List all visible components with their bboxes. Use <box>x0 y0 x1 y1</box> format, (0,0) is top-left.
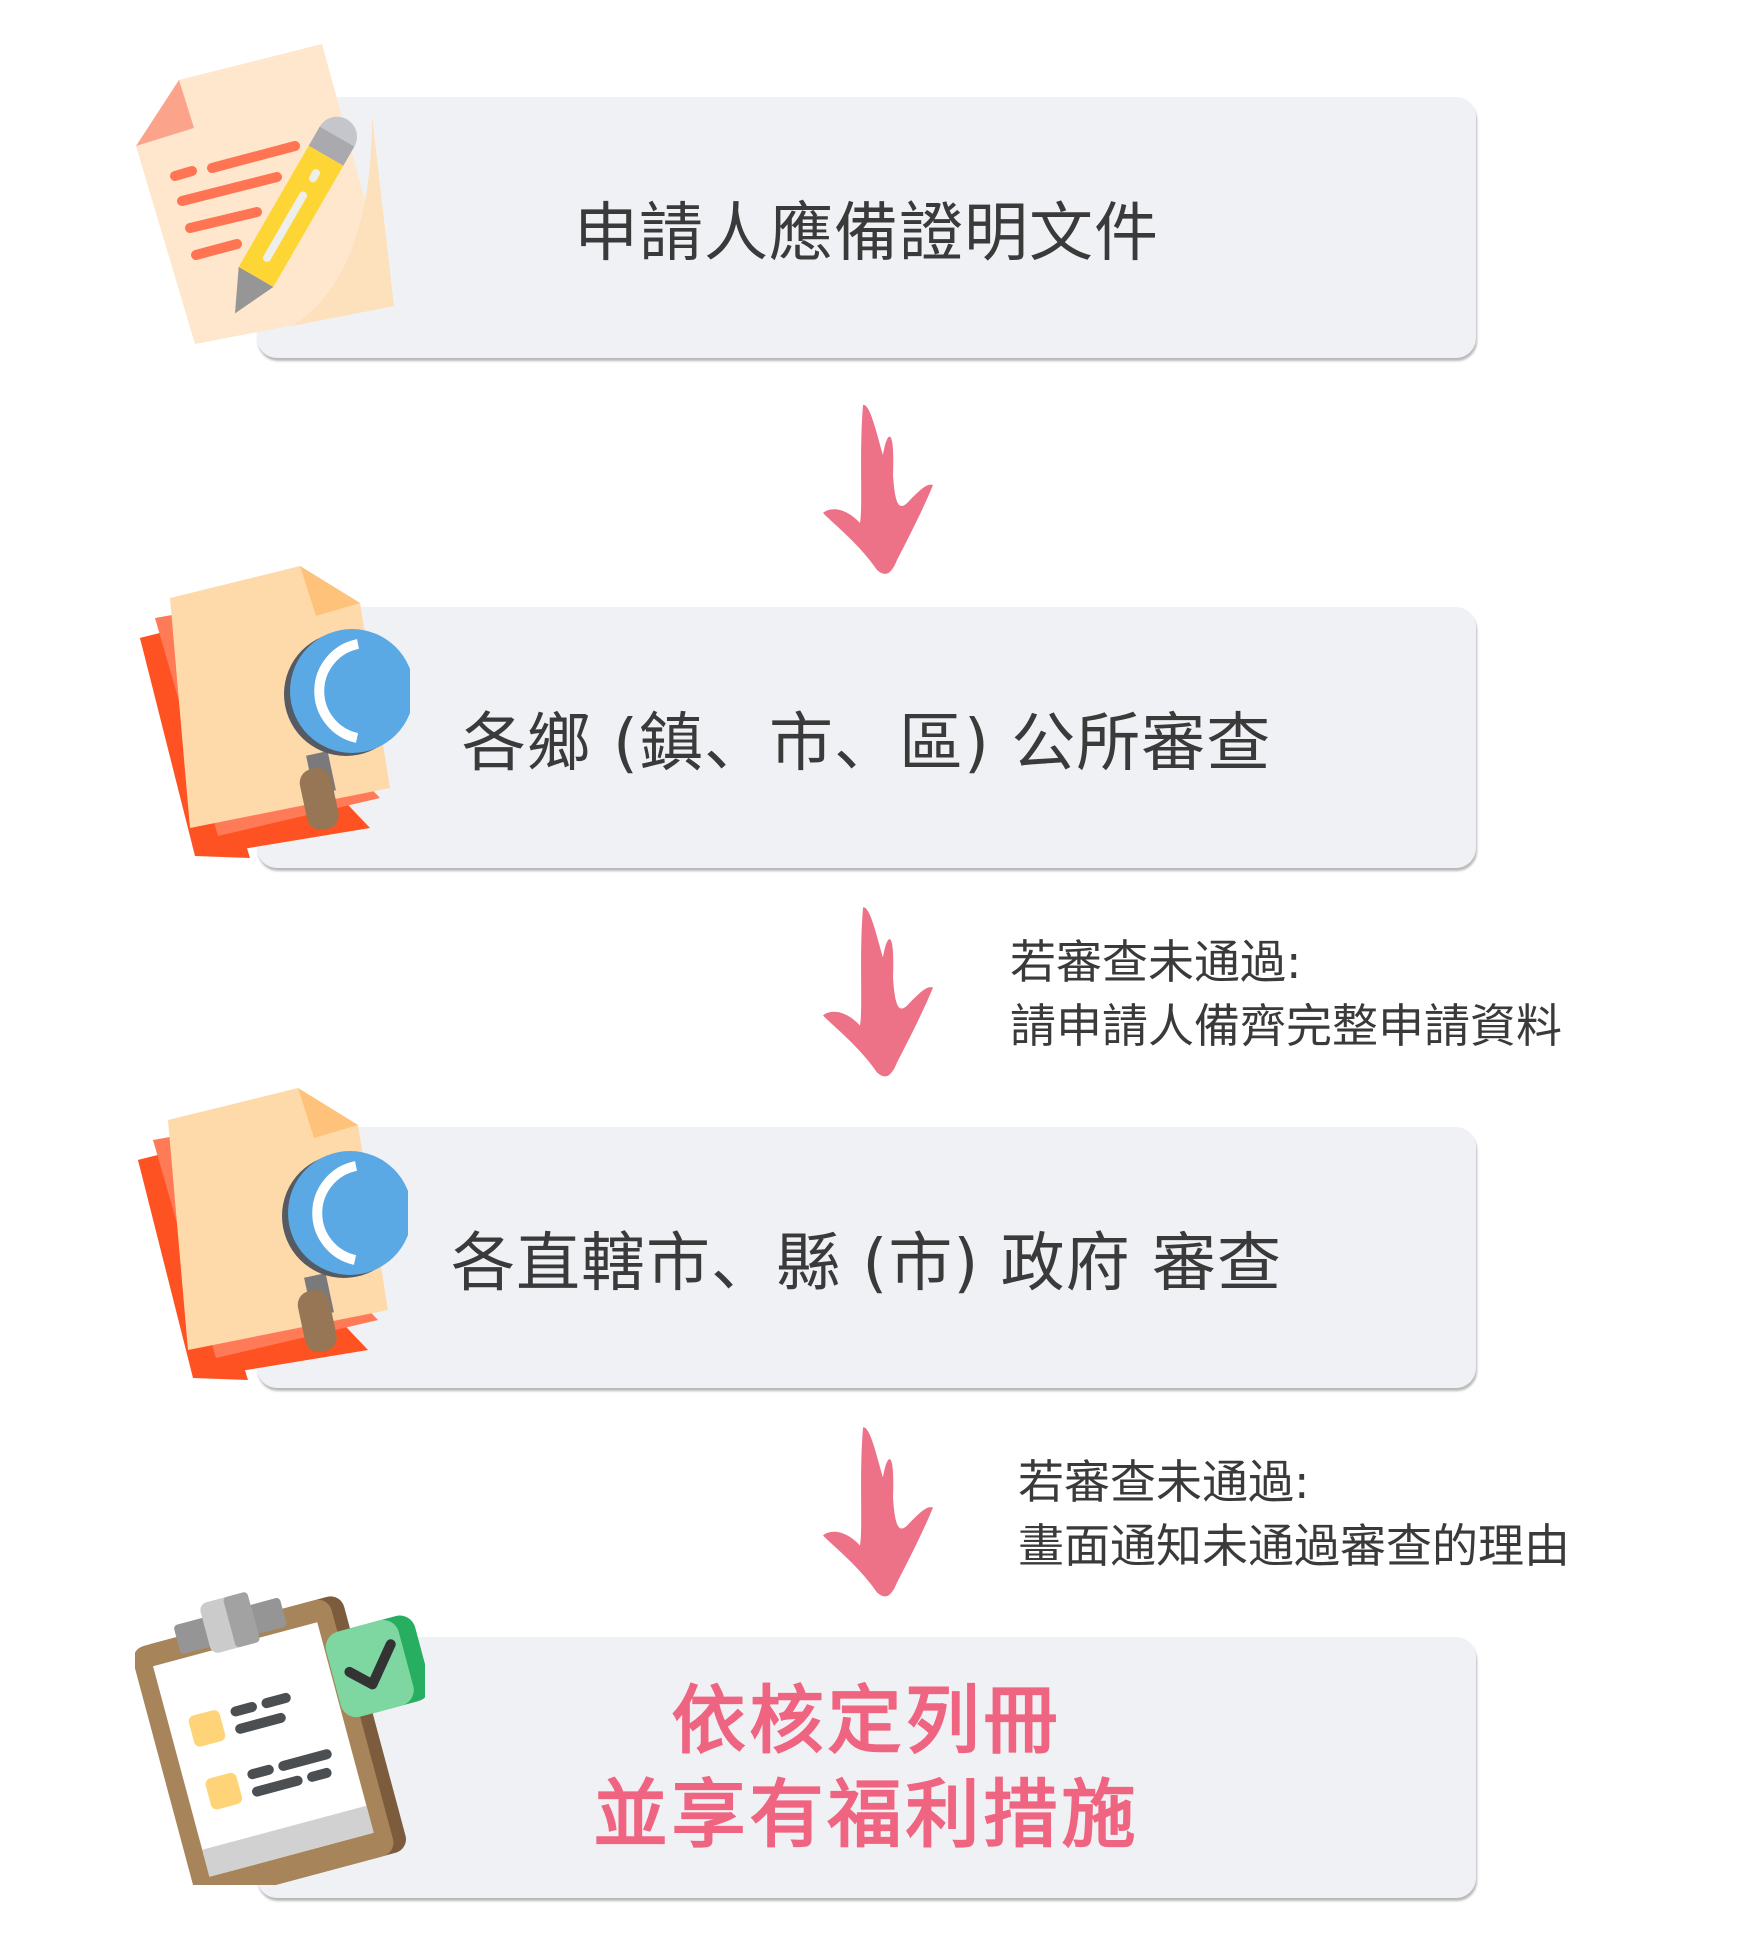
step-card-4: 依核定列冊 並享有福利措施 <box>257 1637 1476 1898</box>
rejection-note-2-line1: 若審查未通過: <box>1018 1455 1310 1509</box>
rejection-note-1-line1: 若審查未通過: <box>1010 935 1302 989</box>
final-result-line2: 並享有福利措施 <box>593 1771 1140 1858</box>
step-card-2: 各鄉 (鎮、市、區) 公所審查 <box>257 607 1476 868</box>
final-result-line1: 依核定列冊 <box>671 1677 1062 1764</box>
rejection-note-1-line2: 請申請人備齊完整申請資料 <box>1010 999 1562 1053</box>
clipboard-check-icon <box>135 1592 425 1885</box>
rejection-note-2-line2: 畫面通知未通過審查的理由 <box>1018 1519 1570 1573</box>
step-label-3: 各直轄市、縣 (市) 政府 審查 <box>451 1226 1282 1301</box>
document-magnifier-icon <box>140 566 410 858</box>
arrow-down-icon <box>823 1427 933 1597</box>
document-magnifier-icon <box>138 1088 408 1380</box>
rejection-note-1: 若審查未通過: 請申請人備齊完整申請資料 <box>1010 930 1562 1058</box>
step-card-3: 各直轄市、縣 (市) 政府 審查 <box>257 1127 1476 1388</box>
step-card-1: 申請人應備證明文件 <box>257 97 1476 358</box>
document-pencil-icon <box>136 44 394 344</box>
arrow-down-icon <box>823 907 933 1077</box>
step-label-4: 依核定列冊 並享有福利措施 <box>257 1637 1476 1898</box>
rejection-note-2: 若審查未通過: 畫面通知未通過審查的理由 <box>1018 1450 1570 1578</box>
step-label-2: 各鄉 (鎮、市、區) 公所審查 <box>461 706 1272 781</box>
arrow-down-icon <box>823 404 933 574</box>
step-label-1: 申請人應備證明文件 <box>574 196 1159 271</box>
